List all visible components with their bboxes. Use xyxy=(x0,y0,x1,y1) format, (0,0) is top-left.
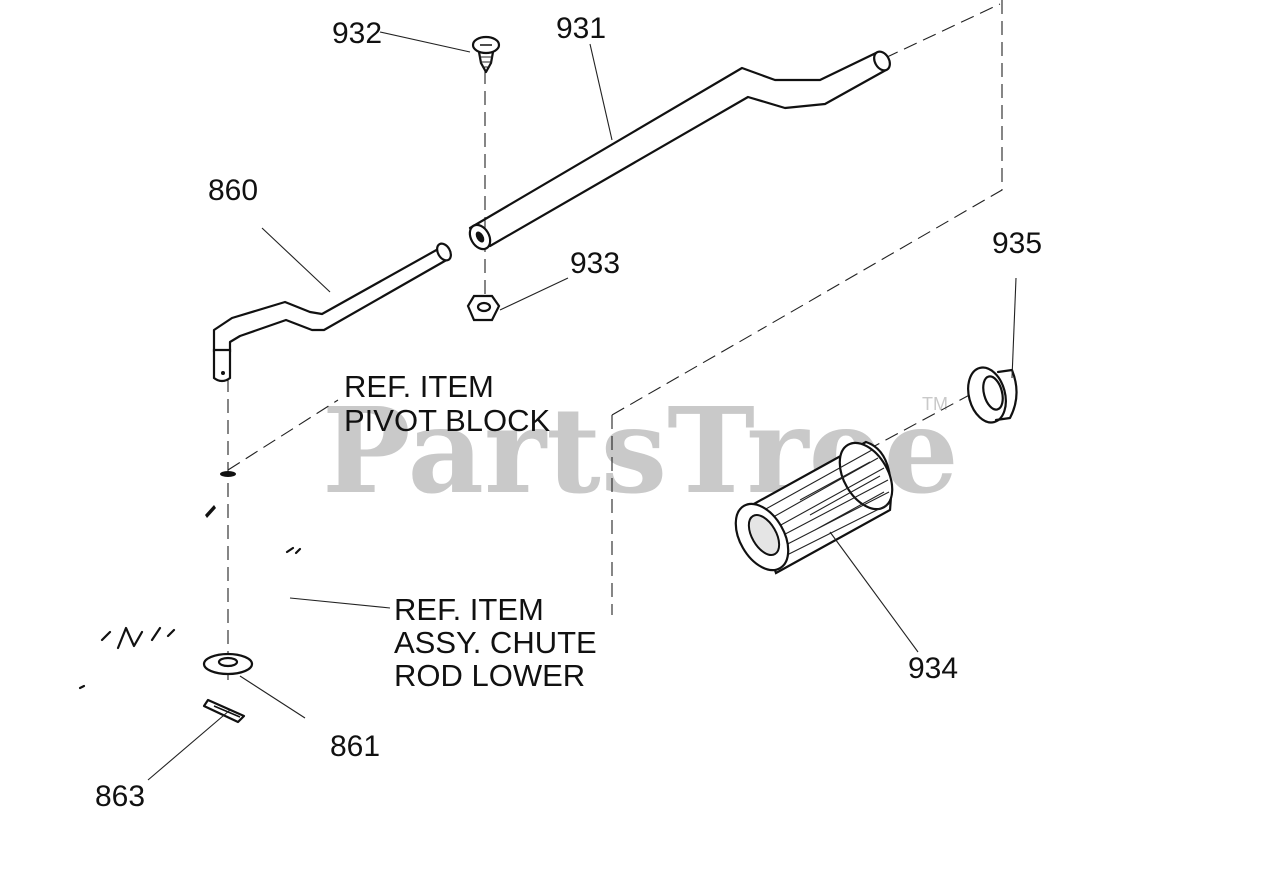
assembly-dashed-lines xyxy=(227,0,1003,680)
washer-861-illustration xyxy=(202,652,254,676)
small-parts-illustration xyxy=(78,471,302,690)
roller-934-illustration xyxy=(734,440,894,575)
callout-933: 933 xyxy=(570,247,620,280)
ref-chute-rod-line3: ROD LOWER xyxy=(394,658,585,693)
ref-pivot-block-line2: PIVOT BLOCK xyxy=(344,403,550,438)
leader-lines xyxy=(147,31,1017,781)
screw-932-illustration xyxy=(471,35,501,74)
ref-pivot-block-line1: REF. ITEM xyxy=(344,369,494,404)
callout-861: 861 xyxy=(330,730,380,763)
callout-863: 863 xyxy=(95,780,145,813)
nut-933-illustration xyxy=(466,294,501,322)
callout-931: 931 xyxy=(556,12,606,45)
rod-860-illustration xyxy=(212,242,452,383)
pin-863-illustration xyxy=(202,698,246,724)
watermark-trademark: TM xyxy=(922,394,948,414)
ref-chute-rod-line2: ASSY. CHUTE xyxy=(394,625,597,660)
ref-chute-rod-line1: REF. ITEM xyxy=(394,592,544,627)
rod-931-illustration xyxy=(468,50,891,251)
callout-932: 932 xyxy=(332,17,382,50)
callout-860: 860 xyxy=(208,174,258,207)
callout-934: 934 xyxy=(908,652,958,685)
bushing-935-illustration xyxy=(967,366,1018,424)
callout-935: 935 xyxy=(992,227,1042,260)
